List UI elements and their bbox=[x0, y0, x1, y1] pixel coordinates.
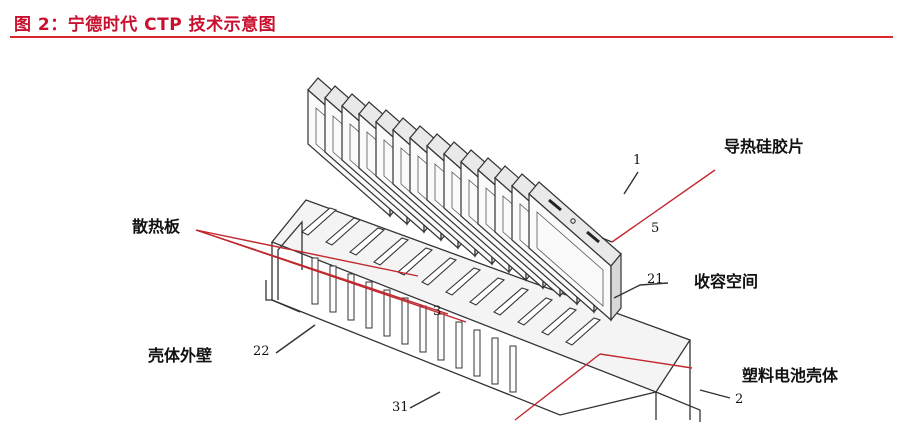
ref-1: 1 bbox=[633, 153, 642, 168]
ref-31: 31 bbox=[392, 400, 409, 415]
ref-2: 2 bbox=[735, 392, 744, 407]
label-space: 收容空间 bbox=[694, 272, 759, 291]
label-thermal-pad: 导热硅胶片 bbox=[724, 137, 805, 156]
ref-21: 21 bbox=[647, 272, 664, 287]
label-heat-sink: 散热板 bbox=[132, 217, 181, 236]
ref-22: 22 bbox=[253, 344, 270, 359]
ref-3: 3 bbox=[433, 304, 442, 319]
caption-divider bbox=[10, 36, 893, 38]
heat-sink-plates bbox=[301, 207, 602, 346]
leader-lines bbox=[195, 169, 731, 421]
figure-caption: 图 2：宁德时代 CTP 技术示意图 bbox=[14, 15, 277, 35]
label-shell-wall: 壳体外壁 bbox=[148, 346, 213, 365]
ctp-diagram bbox=[195, 76, 731, 422]
front-slots bbox=[311, 257, 517, 393]
ref-5: 5 bbox=[651, 221, 660, 236]
label-plastic-case: 塑料电池壳体 bbox=[742, 366, 839, 385]
